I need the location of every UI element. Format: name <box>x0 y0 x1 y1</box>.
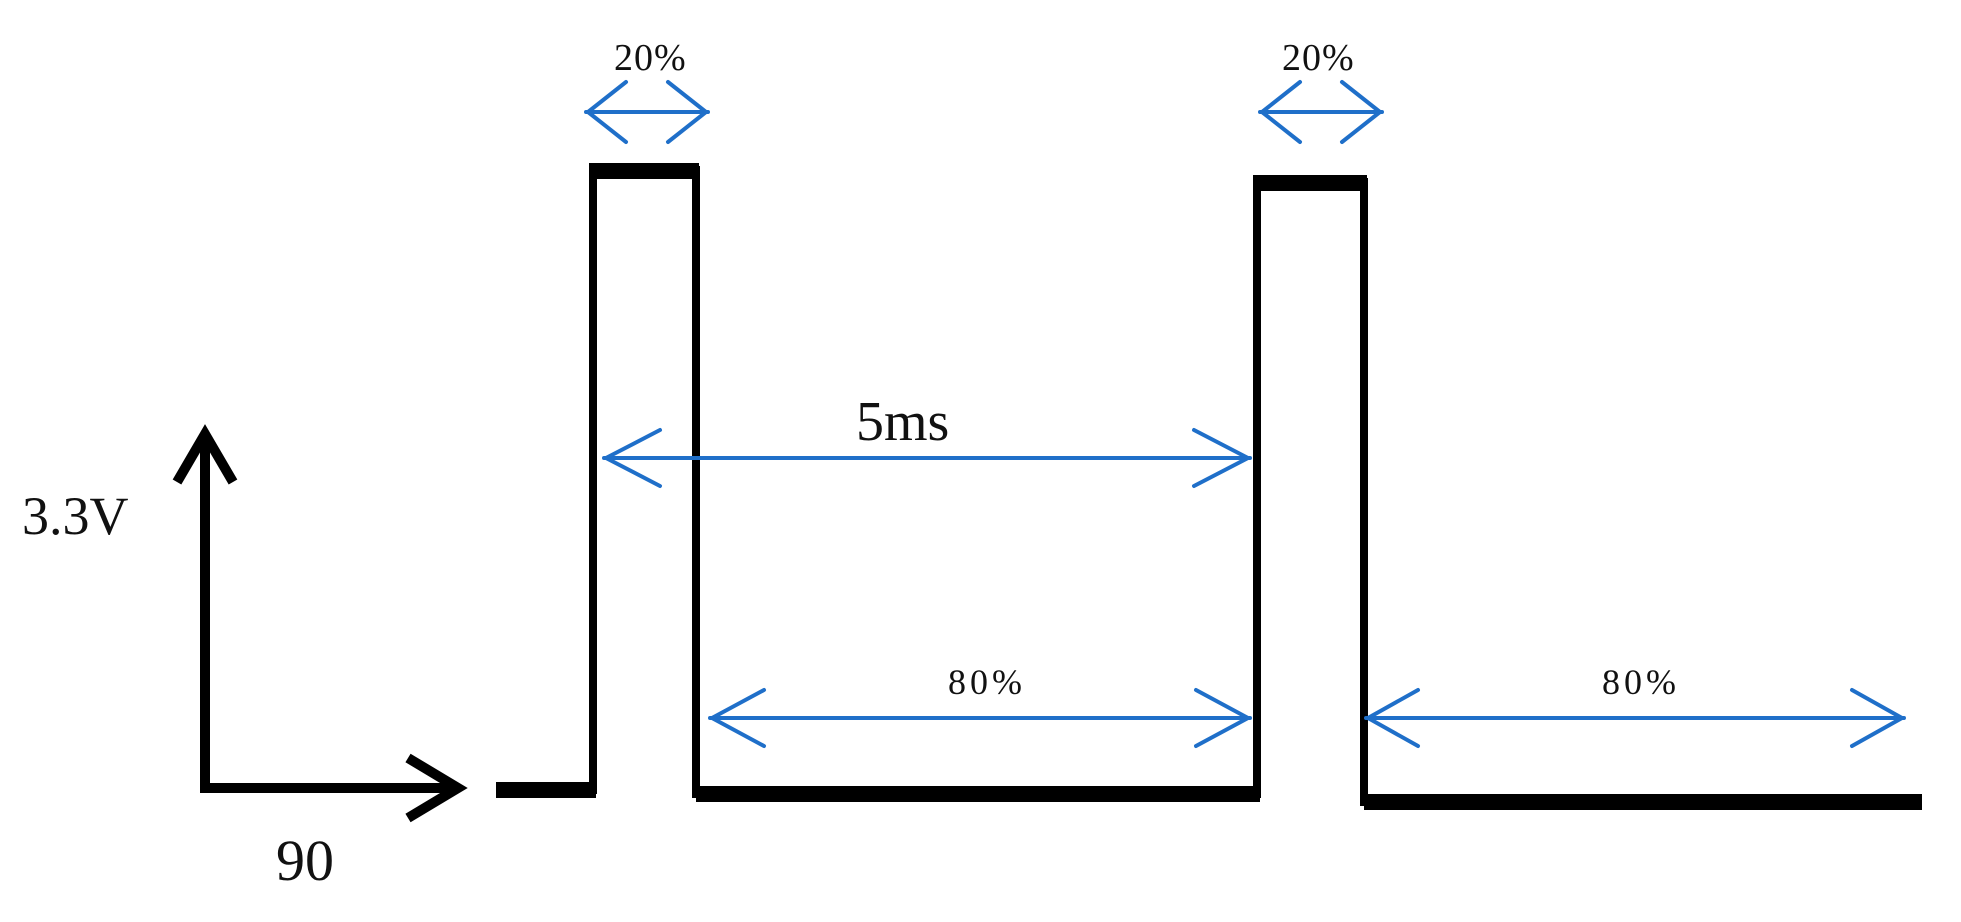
period-left-arrowhead-icon <box>604 428 662 488</box>
voltage-label: 3.3V <box>22 486 129 546</box>
pulse-2-low-left-arrowhead-icon <box>1366 688 1420 748</box>
period-label: 5ms <box>856 391 949 453</box>
pulse-1-high-left-arrowhead-icon <box>586 80 628 144</box>
pulse-2-low-duty-label: 80% <box>1602 662 1680 702</box>
pulse-1-high-duty-label: 20% <box>614 37 687 79</box>
pulse-2-high-left-arrowhead-icon <box>1260 80 1302 144</box>
axes <box>172 424 468 823</box>
pulse-2-high-right-arrowhead-icon <box>1340 80 1382 144</box>
pulse-1-high-right-arrowhead-icon <box>666 80 708 144</box>
period-right-arrowhead-icon <box>1192 428 1250 488</box>
pulse-1-low-duty-label: 80% <box>948 662 1026 702</box>
pulse-2-high-duty-label: 20% <box>1282 37 1355 79</box>
dimension-arrows <box>584 80 1906 748</box>
pulse-1-low-left-arrowhead-icon <box>710 688 766 748</box>
square-wave-signal <box>496 163 1922 810</box>
pulse-1-low-right-arrowhead-icon <box>1194 688 1250 748</box>
labels: 3.3V 90 5ms 20% 20% 80% 80% <box>22 37 1680 893</box>
voltage-axis-arrowhead-icon <box>172 424 238 485</box>
pulse-2-low-right-arrowhead-icon <box>1850 688 1904 748</box>
time-axis-arrowhead-icon <box>405 753 468 823</box>
angle-label: 90 <box>276 828 334 893</box>
